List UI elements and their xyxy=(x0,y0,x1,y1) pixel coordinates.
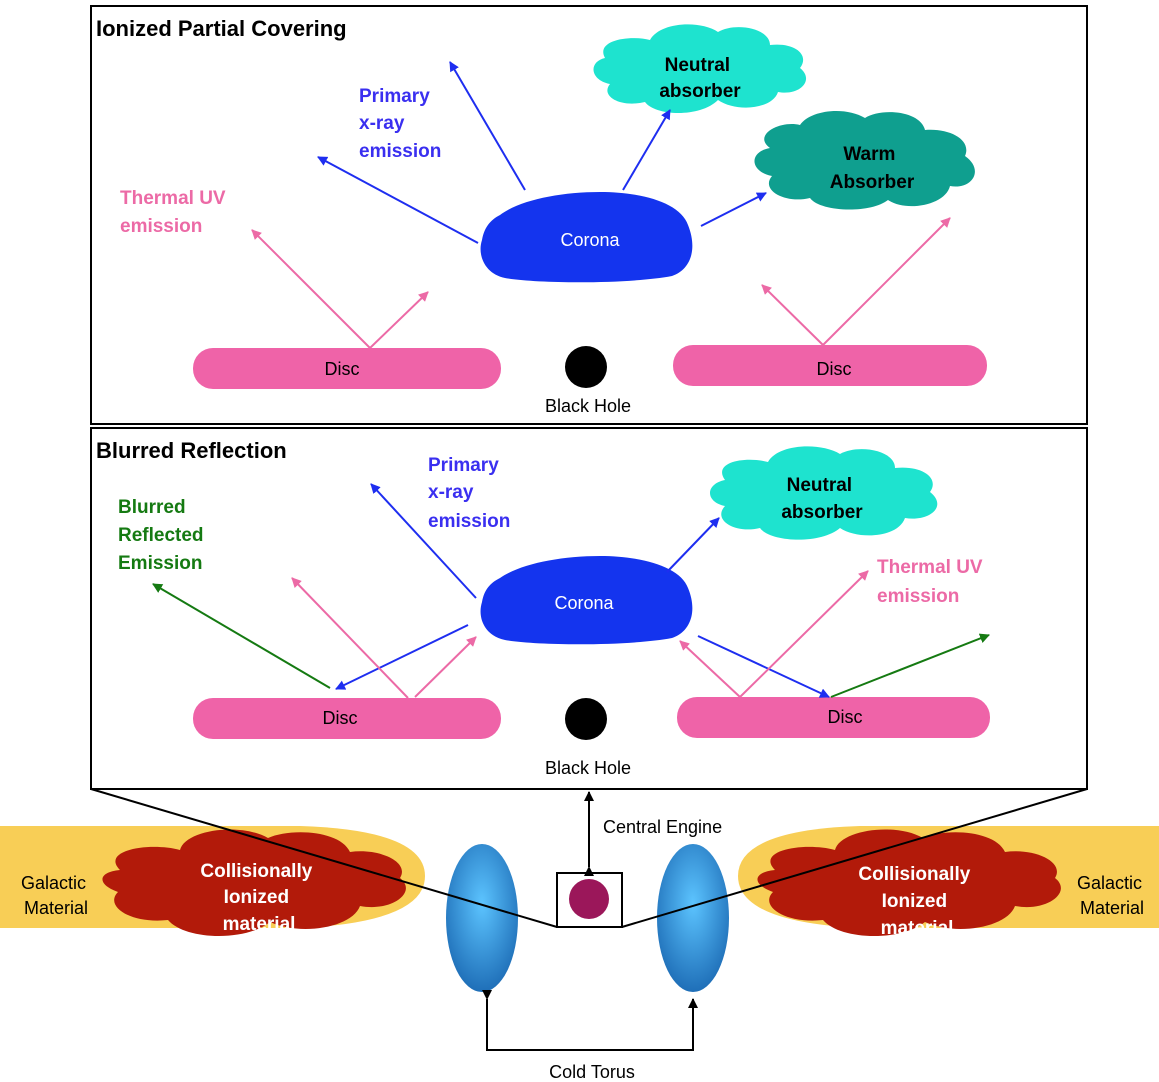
neutral-absorber-label: Neutral absorber xyxy=(659,55,741,102)
corona-label: Corona xyxy=(560,230,620,250)
disc-right xyxy=(677,697,990,738)
corona-label: Corona xyxy=(554,593,614,613)
disc-right-label: Disc xyxy=(828,707,863,727)
thermal-arrow-3 xyxy=(761,284,824,346)
zoom-line-left xyxy=(90,788,558,928)
disc-left-label: Disc xyxy=(325,359,360,379)
ionized-label-left: Collisionally Ionized material xyxy=(200,861,317,935)
ionized-label-right: Collisionally Ionized material xyxy=(858,864,975,939)
disc-left xyxy=(193,698,501,739)
thermal-arrow-2 xyxy=(414,636,477,698)
central-engine-label: Central Engine xyxy=(603,817,722,837)
disc-right xyxy=(673,345,987,386)
thermal-emission-label: Thermal UV emission xyxy=(877,557,988,607)
thermal-arrow-1 xyxy=(251,229,371,349)
primary-arrow-1 xyxy=(370,483,477,599)
black-hole xyxy=(565,698,607,740)
cold-torus-right xyxy=(657,844,729,992)
warm-absorber-label: Warm Absorber xyxy=(830,144,915,193)
blurred-arrow-right xyxy=(830,633,990,698)
primary-emission-label: Primary x-ray emission xyxy=(359,86,441,162)
corona xyxy=(480,556,693,645)
black-hole-label: Black Hole xyxy=(545,396,631,416)
cold-torus-bracket xyxy=(482,990,698,1051)
corona xyxy=(480,192,693,283)
primary-arrow-1 xyxy=(317,156,479,244)
disc-left-label: Disc xyxy=(323,708,358,728)
black-hole xyxy=(565,346,607,388)
thermal-arrow-1 xyxy=(291,577,409,699)
primary-arrow-2 xyxy=(449,61,526,191)
warm-absorber-cloud xyxy=(754,110,975,210)
neutral-absorber-label: Neutral absorber xyxy=(781,475,863,523)
panel-title: Ionized Partial Covering xyxy=(96,16,347,41)
agn-scene: Central Engine Cold Torus Galactic Mater… xyxy=(0,788,1159,1082)
cold-torus-left xyxy=(446,844,518,992)
primary-emission-label: Primary x-ray emission xyxy=(428,455,510,532)
thermal-arrow-3 xyxy=(679,640,741,698)
thermal-arrow-4 xyxy=(822,217,951,346)
corona-to-left-disc-arrow xyxy=(335,624,469,690)
panel-title: Blurred Reflection xyxy=(96,438,287,463)
galactic-label-left: Galactic Material xyxy=(21,873,91,918)
thermal-arrow-4 xyxy=(739,570,869,698)
neutral-arrow xyxy=(666,517,720,573)
zoom-line-right xyxy=(621,788,1088,928)
thermal-arrow-2 xyxy=(369,291,429,349)
neutral-arrow xyxy=(622,109,671,191)
ionized-cloud-right xyxy=(757,829,1061,937)
neutral-absorber-cloud xyxy=(710,446,938,540)
blurred-reflection-panel: Blurred Reflection Neutral absorber Coro… xyxy=(90,427,1088,790)
black-hole-label: Black Hole xyxy=(545,758,631,778)
warm-arrow xyxy=(700,192,767,227)
cold-torus-label: Cold Torus xyxy=(549,1062,635,1082)
blurred-arrow-left xyxy=(152,583,331,689)
ionized-cloud-left xyxy=(102,829,406,937)
neutral-absorber-cloud xyxy=(593,24,807,113)
ionized-partial-covering-panel: Ionized Partial Covering Neutral absorbe… xyxy=(90,5,1088,425)
galactic-label-right: Galactic Material xyxy=(1077,873,1147,918)
corona-to-right-disc-arrow xyxy=(697,635,830,698)
disc-left xyxy=(193,348,501,389)
thermal-emission-label: Thermal UV emission xyxy=(120,188,231,237)
blurred-emission-label: Blurred Reflected Emission xyxy=(118,497,209,574)
disc-right-label: Disc xyxy=(817,359,852,379)
nucleus xyxy=(569,879,609,919)
